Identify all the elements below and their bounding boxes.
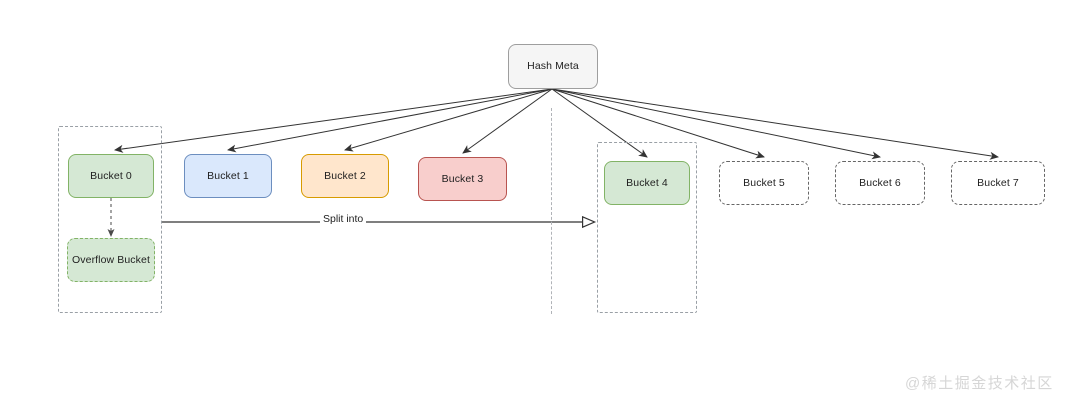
node-bucket-3-label: Bucket 3 [441, 172, 484, 185]
node-bucket-4[interactable]: Bucket 4 [604, 161, 690, 205]
arrow-to-bucket-2 [344, 88, 553, 152]
node-bucket-4-label: Bucket 4 [626, 176, 668, 189]
node-hash-meta[interactable]: Hash Meta [508, 44, 598, 89]
arrow-to-bucket-3 [462, 88, 553, 154]
split-divider [551, 108, 552, 314]
node-overflow-bucket-label: Overflow Bucket [72, 253, 150, 266]
arrow-to-bucket-1 [227, 88, 553, 153]
node-bucket-1[interactable]: Bucket 1 [184, 154, 272, 198]
node-hash-meta-label: Hash Meta [527, 60, 579, 73]
node-bucket-5[interactable]: Bucket 5 [719, 161, 809, 205]
node-bucket-3[interactable]: Bucket 3 [418, 157, 507, 201]
node-bucket-1-label: Bucket 1 [207, 169, 249, 182]
node-bucket-7-label: Bucket 7 [977, 176, 1019, 189]
watermark: @稀土掘金技术社区 [905, 375, 1054, 392]
container-right-group [597, 142, 697, 313]
node-bucket-0[interactable]: Bucket 0 [68, 154, 154, 198]
container-left-group [58, 126, 162, 313]
arrow-to-bucket-0 [114, 88, 553, 153]
node-bucket-2[interactable]: Bucket 2 [301, 154, 389, 198]
node-bucket-7[interactable]: Bucket 7 [951, 161, 1045, 205]
node-bucket-0-label: Bucket 0 [90, 169, 132, 182]
node-bucket-2-label: Bucket 2 [324, 169, 366, 182]
hash-meta-fanout-edges [114, 88, 999, 160]
node-overflow-bucket[interactable]: Overflow Bucket [67, 238, 155, 282]
split-into-edge-label: Split into [320, 213, 367, 225]
node-bucket-5-label: Bucket 5 [743, 176, 785, 189]
node-bucket-6-label: Bucket 6 [859, 176, 901, 189]
node-bucket-6[interactable]: Bucket 6 [835, 161, 925, 205]
